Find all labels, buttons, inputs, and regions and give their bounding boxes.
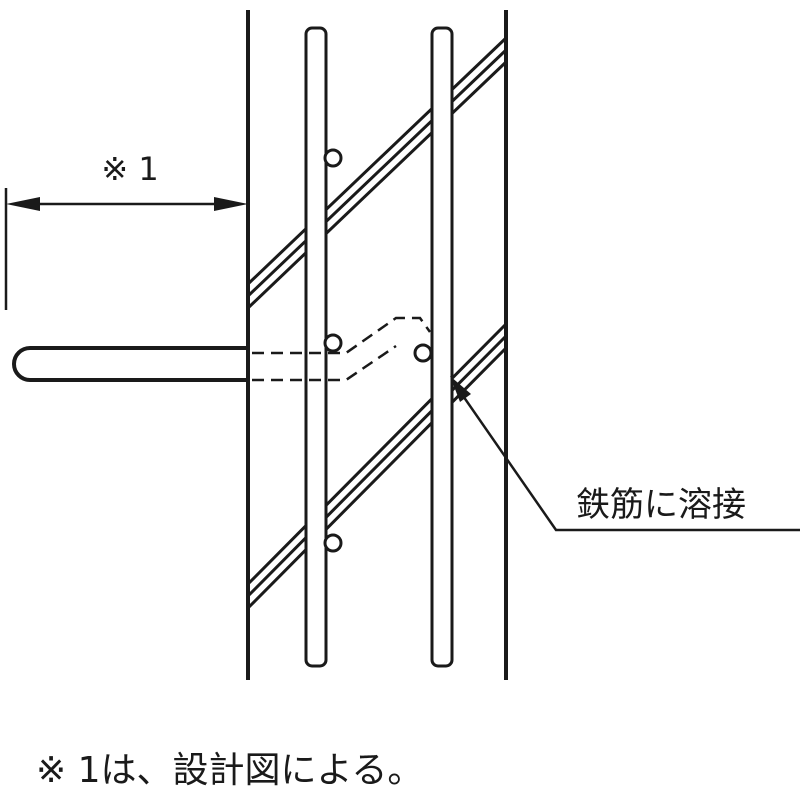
diagonal-band-lower bbox=[248, 322, 506, 610]
anchor-bar-embedded bbox=[252, 316, 432, 382]
diagonal-rebar-bands bbox=[248, 36, 506, 610]
dimension-label: ※ 1 bbox=[101, 150, 158, 188]
footnote-text: ※ 1は、設計図による。 bbox=[36, 750, 423, 791]
weld-callout-leader bbox=[450, 376, 800, 532]
rebar-section-circle bbox=[413, 343, 433, 363]
diagonal-band-upper bbox=[248, 36, 506, 310]
rebar-section-circle bbox=[323, 333, 343, 353]
rebar-section-circle bbox=[323, 533, 343, 553]
rebar-section-circle bbox=[323, 148, 343, 168]
weld-callout-label: 鉄筋に溶接 bbox=[576, 485, 746, 525]
vertical-rebar-left bbox=[304, 26, 328, 668]
anchor-bar-protruding bbox=[12, 346, 248, 382]
dimension-line bbox=[4, 188, 248, 310]
vertical-rebar-right bbox=[430, 26, 454, 668]
